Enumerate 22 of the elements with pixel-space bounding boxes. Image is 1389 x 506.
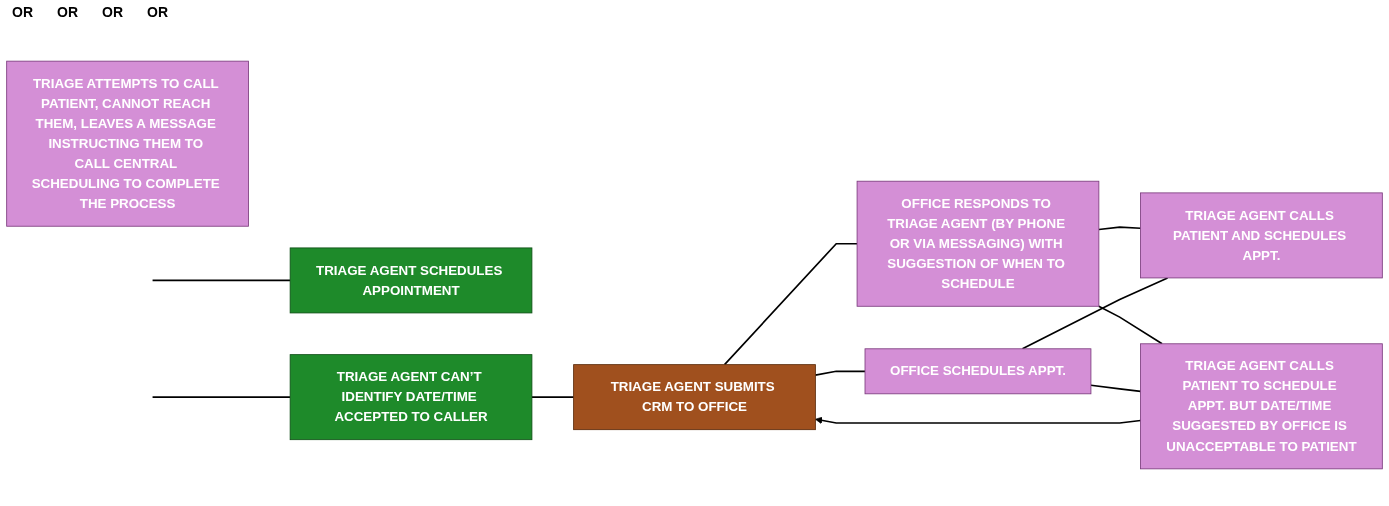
connector	[723, 242, 858, 366]
or-label: OR	[57, 4, 78, 20]
connector	[1098, 226, 1142, 231]
or-label: OR	[12, 4, 33, 20]
node-box: TRIAGE AGENT CALLS PATIENT TO SCHEDULE APPT. BUT DATE/TIME SUGGESTED BY OFFICE IS UNACCEPTABLE TO PATIENT	[1140, 343, 1383, 470]
node-box: TRIAGE AGENT CAN’T IDENTIFY DATE/TIME ACCEPTED TO CALLER	[289, 354, 533, 441]
connector	[531, 396, 575, 398]
node-box: TRIAGE ATTEMPTS TO CALL PATIENT, CANNOT REACH THEM, LEAVES A MESSAGE INSTRUCTING THEM TO CALL CENTRAL SCHEDULING TO COMPLETE THE PROCESS	[6, 60, 249, 227]
or-label: OR	[147, 4, 168, 20]
connector	[1090, 384, 1142, 393]
node-box: TRIAGE AGENT SUBMITS CRM TO OFFICE	[573, 364, 816, 431]
or-label: OR	[102, 4, 123, 20]
connector	[1097, 305, 1163, 345]
node-box: TRIAGE AGENT SCHEDULES APPOINTMENT	[289, 247, 533, 314]
connector	[814, 370, 866, 376]
arrow	[815, 416, 1142, 424]
connector	[151, 396, 291, 398]
connector	[1021, 277, 1169, 350]
connector	[151, 279, 291, 282]
node-box: OFFICE SCHEDULES APPT.	[864, 348, 1092, 395]
node-box: TRIAGE AGENT CALLS PATIENT AND SCHEDULES APPT.	[1140, 192, 1383, 279]
node-box: OFFICE RESPONDS TO TRIAGE AGENT (BY PHONE OR VIA MESSAGING) WITH SUGGESTION OF WHEN TO SCHEDULE	[856, 180, 1100, 307]
